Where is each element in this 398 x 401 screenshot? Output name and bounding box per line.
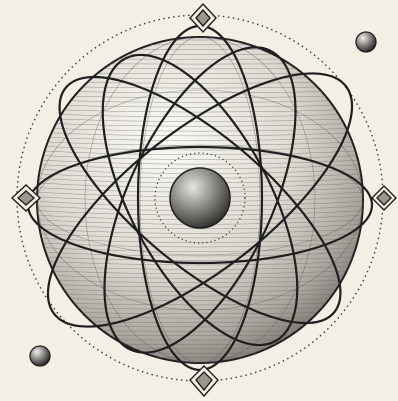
nucleus <box>170 168 230 228</box>
top-right-ball <box>356 32 376 52</box>
bottom-diamond-icon <box>190 366 218 396</box>
right-diamond-icon <box>372 186 396 210</box>
bottom-left-ball <box>30 346 50 366</box>
